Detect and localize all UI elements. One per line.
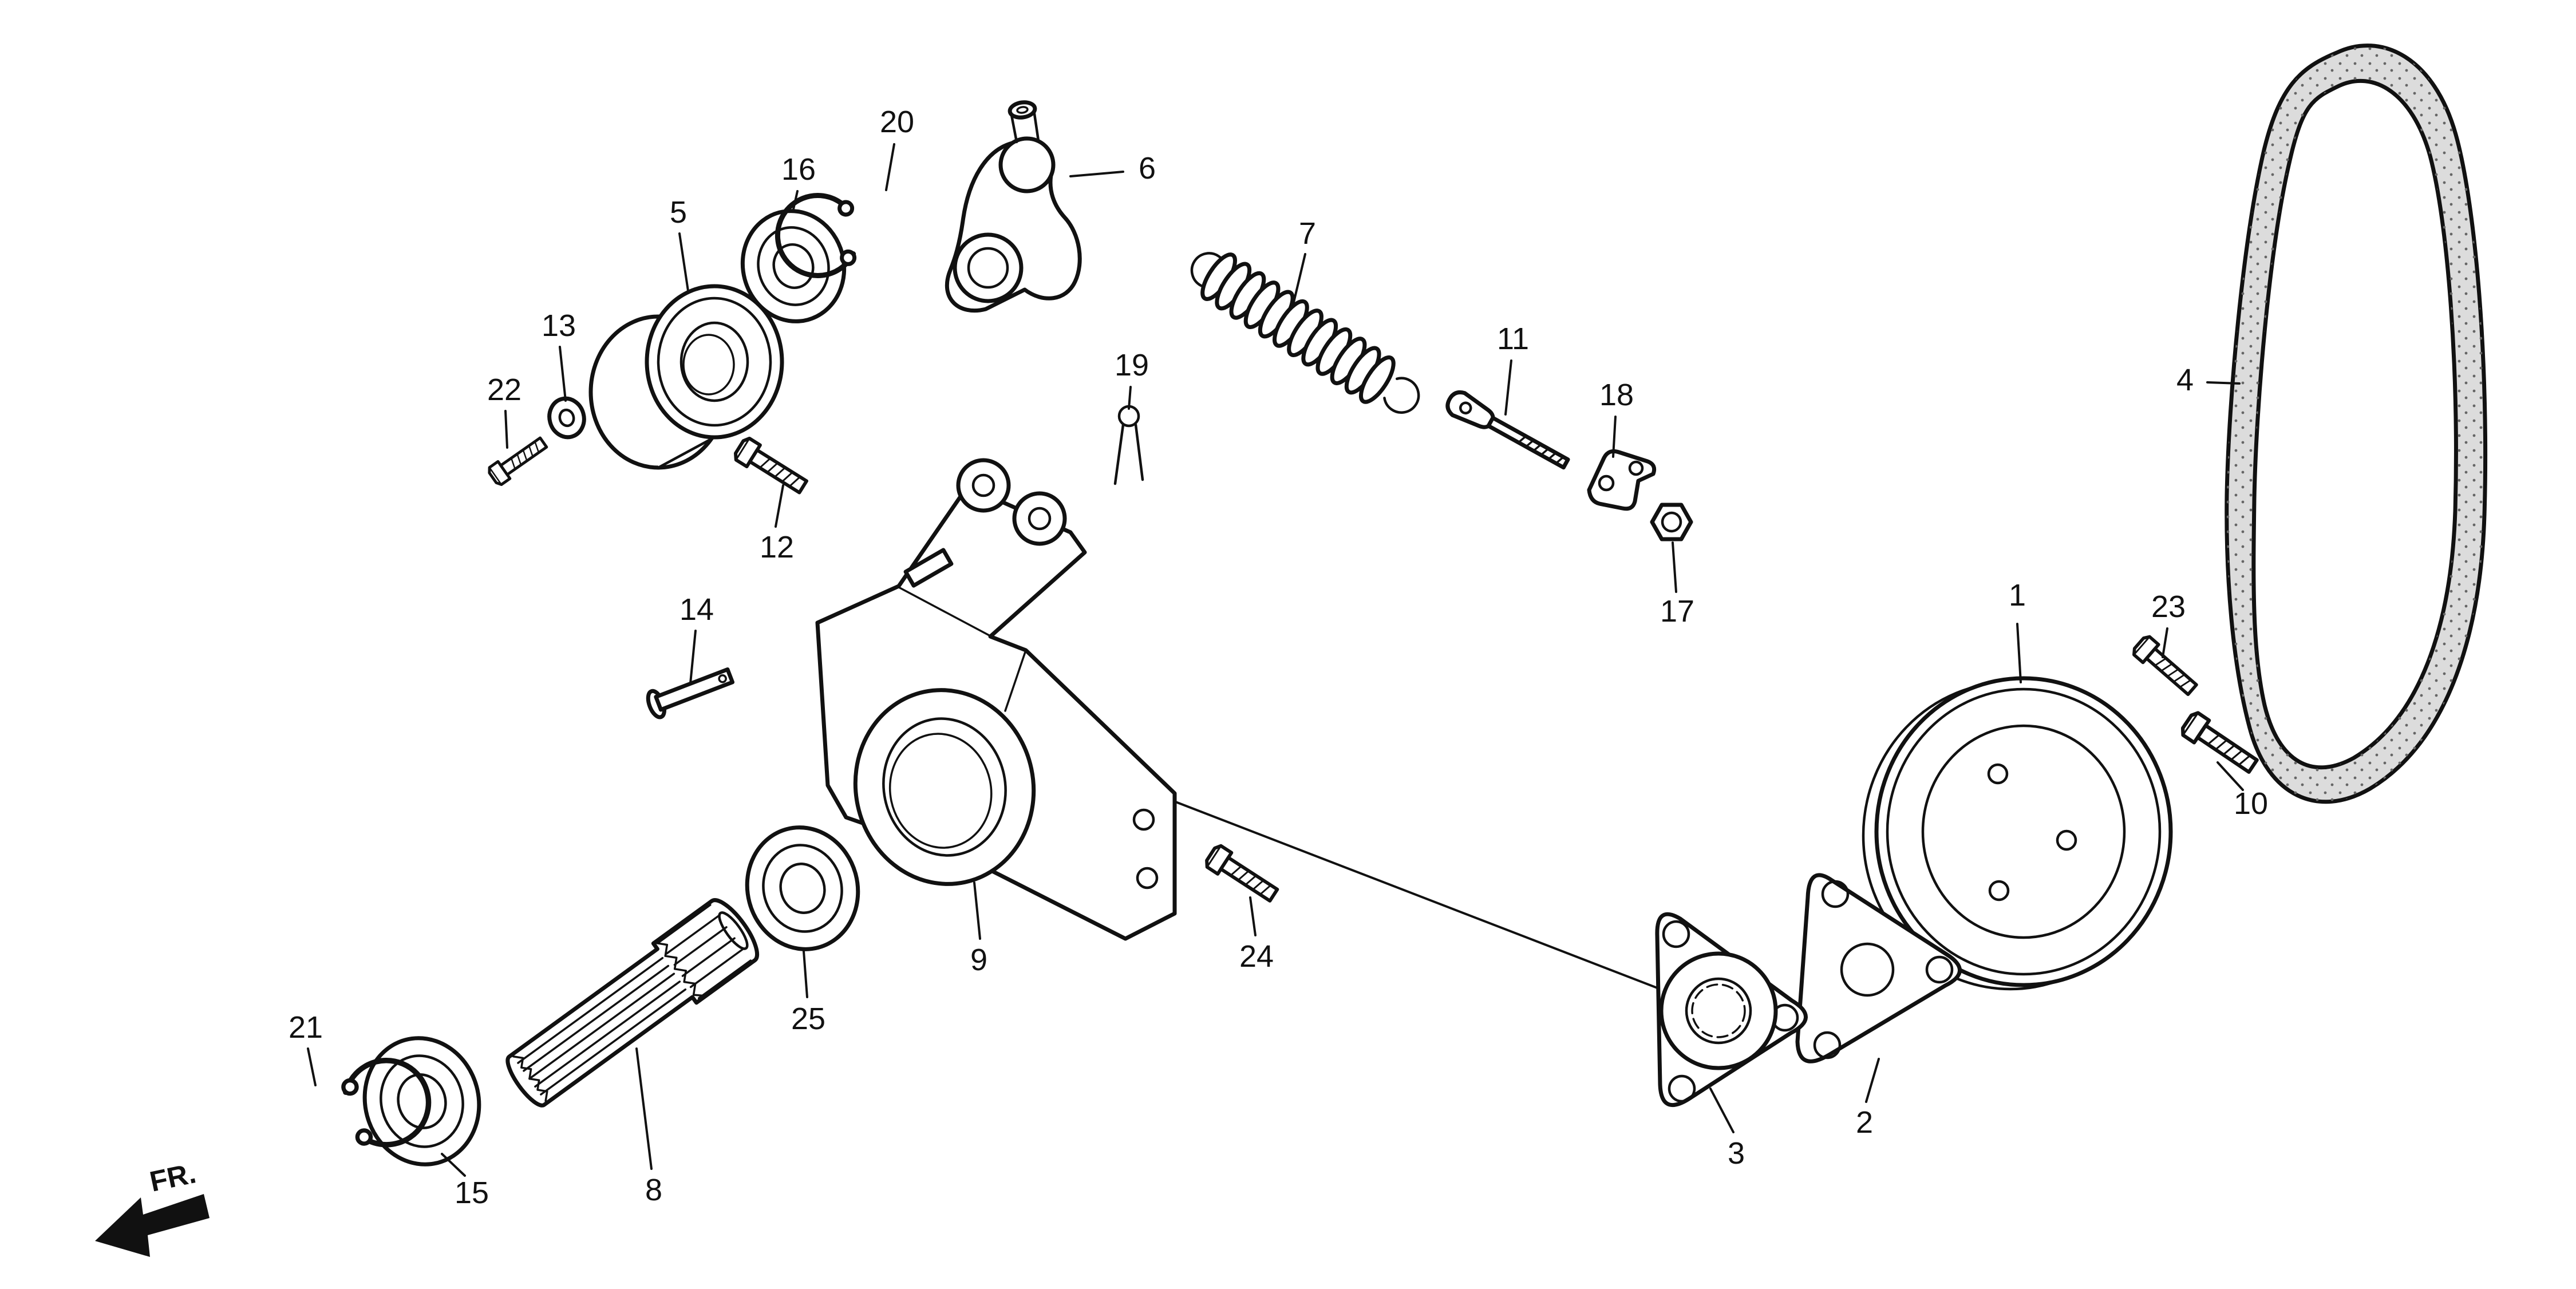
callout-3: 3 [1728, 1136, 1745, 1171]
callout-9: 9 [970, 943, 987, 977]
pulley-outer [1874, 676, 2173, 987]
callout-8: 8 [645, 1173, 662, 1207]
part-1-pulley [1862, 676, 2173, 991]
part-14-pin [646, 667, 735, 719]
bracket-slot [903, 548, 954, 588]
callout-21: 21 [289, 1010, 323, 1045]
callout-18: 18 [1599, 378, 1634, 412]
callout-2: 2 [1856, 1105, 1873, 1140]
pulley-hole [2056, 829, 2077, 851]
callout-14: 14 [679, 592, 714, 627]
part-7-spring [1190, 252, 1420, 414]
part-19-cotter-pin [1113, 405, 1144, 485]
callout-19: 19 [1115, 348, 1149, 382]
part-3-flange [1655, 912, 1808, 1107]
part-15-bearing [362, 1036, 481, 1167]
arm-stud-cap [1008, 100, 1037, 120]
flange-spline-teeth [1691, 983, 1746, 1038]
fr-arrow-icon [95, 1194, 210, 1257]
pulley-hole [1987, 763, 2009, 785]
part-5-roller [588, 284, 784, 470]
assembly-axis-line [1170, 799, 1691, 1002]
flange-boss [1659, 951, 1778, 1070]
belt-texture [2226, 45, 2486, 802]
plate-center-hole [1840, 942, 1895, 997]
callout-4: 4 [2176, 363, 2194, 397]
callout-7: 7 [1299, 216, 1316, 251]
part-6-arm [945, 100, 1082, 313]
arm-boss [998, 136, 1056, 193]
callout-25: 25 [791, 1002, 825, 1036]
bracket-lug [1012, 491, 1067, 546]
callout-6: 6 [1139, 151, 1156, 185]
callout-15: 15 [455, 1176, 489, 1210]
part-8-shaft [505, 898, 759, 1108]
callout-16: 16 [781, 152, 816, 187]
flange-spline-bore [1685, 977, 1752, 1045]
bracket-lug [956, 458, 1011, 513]
callout-12: 12 [760, 530, 794, 564]
bracket-bore [882, 717, 1007, 857]
arm-ring [953, 232, 1024, 303]
pulley-face [1921, 724, 2126, 939]
part-25-bearing [745, 825, 860, 951]
part-9-bracket [815, 458, 1177, 941]
part-4-belt [2225, 44, 2488, 804]
plate-outline [1795, 873, 1962, 1063]
callout-22: 22 [487, 373, 521, 407]
callout-5: 5 [670, 195, 687, 230]
callout-numbers: 1 2 3 4 5 6 7 8 9 10 11 12 13 14 15 16 1… [289, 105, 2268, 1210]
pulley-groove [1886, 687, 2162, 976]
roller-bore [679, 321, 749, 402]
part-13-washer [547, 396, 586, 440]
callout-11: 11 [1497, 322, 1529, 356]
part-17-nut [1650, 503, 1693, 541]
callout-20: 20 [880, 105, 914, 139]
callout-13: 13 [542, 309, 576, 343]
callout-1: 1 [2009, 578, 2026, 612]
callout-10: 10 [2234, 786, 2268, 821]
leader-lines [307, 143, 2244, 1177]
roller-front [645, 284, 784, 440]
callout-23: 23 [2151, 590, 2186, 624]
part-18-anchor-plate [1587, 449, 1657, 511]
pulley-hole [1988, 880, 2010, 901]
callout-24: 24 [1239, 939, 1274, 974]
part-2-plate [1795, 873, 1962, 1063]
part-11-rod [1445, 390, 1570, 470]
callout-17: 17 [1660, 594, 1694, 628]
